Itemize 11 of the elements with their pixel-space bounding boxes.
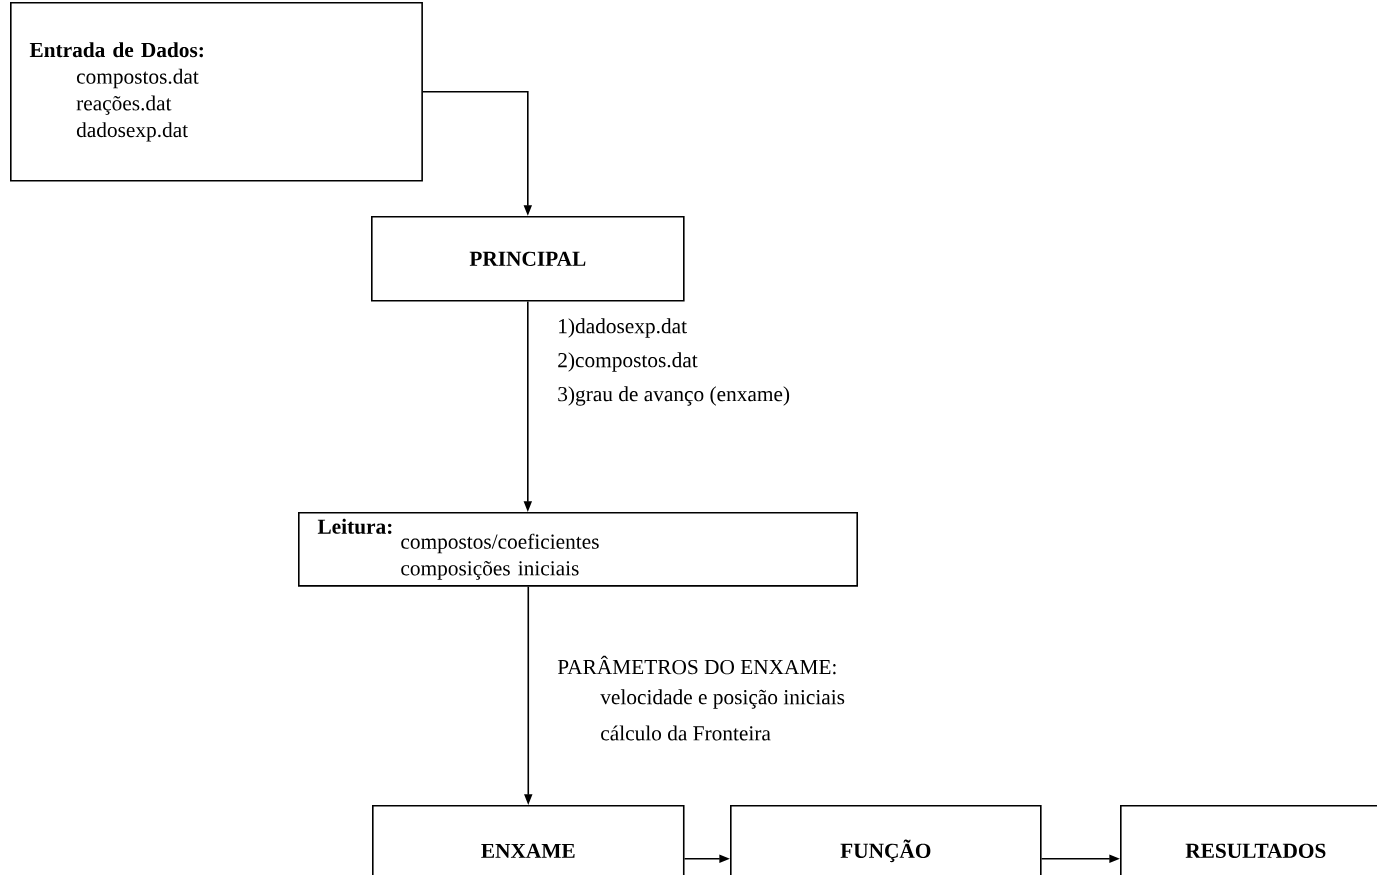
note-text: velocidade e posição iniciais: [600, 689, 845, 709]
note-text: PARÂMETROS DO ENXAME:: [557, 655, 836, 675]
process-box: ENXAME: [372, 805, 685, 875]
note-text: 2)compostos.dat: [558, 352, 698, 372]
note-text: 3)grau de avanço (enxame): [558, 386, 790, 406]
process-box: RESULTADOS: [1120, 805, 1377, 875]
process-box: Entrada de Dados: compostos.dat reações.dat dadosexp.dat: [10, 2, 423, 182]
process-box: Leitura: compostos/coeficientes composições iniciais: [298, 512, 858, 587]
process-box: FUNÇÃO: [730, 805, 1042, 875]
note-text: cálculo da Fronteira: [601, 725, 771, 741]
process-box: PRINCIPAL: [371, 216, 685, 302]
